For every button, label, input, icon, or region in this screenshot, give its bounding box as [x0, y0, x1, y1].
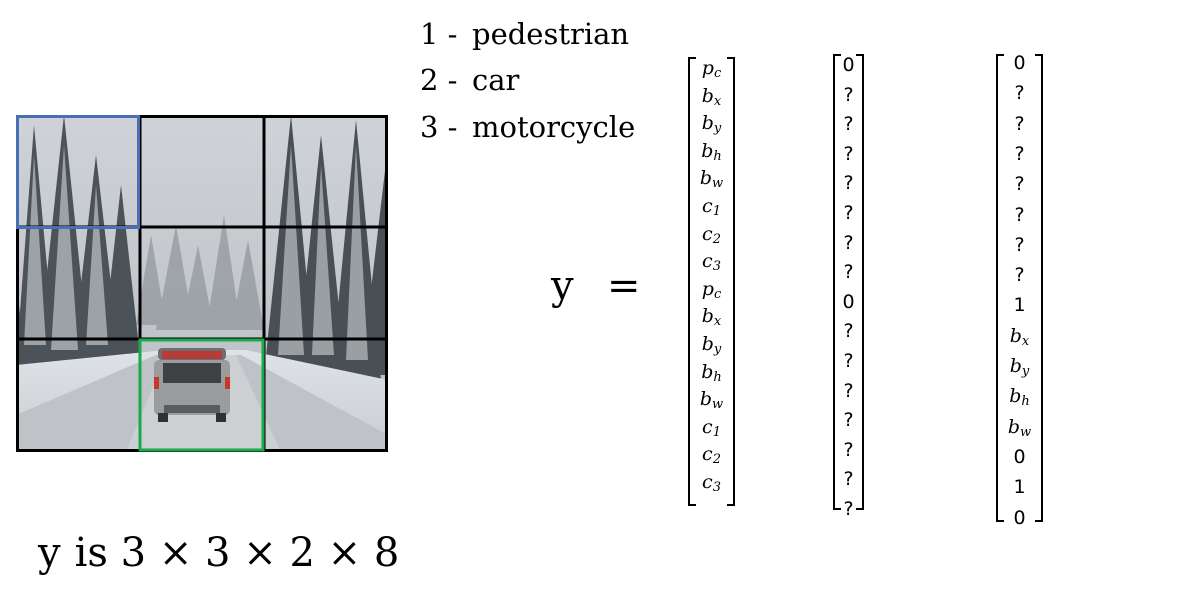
- highlight-box-green: [138, 338, 265, 452]
- vector-entry: c2: [702, 443, 721, 468]
- vector-entry: ?: [843, 83, 854, 106]
- vector-entry: bh: [701, 360, 722, 385]
- vector-entry: pc: [701, 57, 722, 81]
- vector-entry: ?: [843, 498, 854, 520]
- y-symbol: y: [551, 263, 574, 309]
- vector-entry: bh: [701, 139, 722, 164]
- caption-y: y: [38, 530, 61, 576]
- vector-entry: ?: [1014, 112, 1025, 135]
- vector-entry: ?: [843, 172, 854, 195]
- vector-entry: c3: [702, 471, 721, 495]
- class-name: car: [472, 63, 520, 97]
- vector-entry: ?: [843, 231, 854, 254]
- vector-entry: 0: [1013, 52, 1026, 74]
- vector-entry: bx: [701, 84, 722, 109]
- vector-entry: 1: [1013, 294, 1026, 317]
- class-number: 2 -: [420, 63, 458, 97]
- vector-entry: ?: [843, 261, 854, 284]
- vector-entry: ?: [1014, 233, 1025, 256]
- vector-entry: ?: [843, 142, 854, 165]
- grid-overlay: [16, 115, 388, 452]
- vector-entry: c1: [702, 195, 721, 219]
- vector-entry: 0: [842, 54, 855, 76]
- vector-entry: bh: [1009, 385, 1030, 410]
- car-shape: [154, 348, 230, 422]
- vector-entry: ?: [843, 202, 854, 224]
- caption-is: is: [74, 530, 108, 576]
- class-number: 1 -: [420, 17, 458, 51]
- vector-entry: ?: [843, 379, 854, 402]
- vector-empty-cell: 0??????? 0???????: [833, 54, 864, 519]
- vector-entry: bw: [699, 388, 724, 413]
- vector-entry: by: [701, 112, 722, 137]
- vector-car-cell: 0??????? 1 bx by bh bw 0 1 0: [996, 52, 1043, 527]
- class-item-2: 2 - car: [420, 63, 519, 97]
- vector-entry: 1: [1013, 476, 1026, 499]
- vector-entry: ?: [843, 320, 854, 343]
- vector-entry: ?: [1014, 264, 1025, 287]
- vector-entry: ?: [1014, 82, 1025, 105]
- vector-entry: 0: [842, 290, 855, 313]
- vector-entry: 0: [1013, 506, 1026, 529]
- vector-entry: ?: [843, 438, 854, 461]
- vector-entry: ?: [1014, 142, 1025, 165]
- vector-entry: ?: [1014, 173, 1025, 196]
- vector-entry: 0: [1013, 445, 1026, 468]
- highlight-box-blue: [16, 115, 140, 229]
- class-name: pedestrian: [472, 17, 630, 51]
- vector-entry: ?: [843, 350, 854, 372]
- vector-entry: ?: [843, 409, 854, 432]
- caption-shape: 3 × 3 × 2 × 8: [120, 530, 400, 576]
- vector-entry: by: [1009, 355, 1030, 379]
- vector-entry: ?: [843, 468, 854, 491]
- vector-entry: ?: [1014, 203, 1025, 226]
- vector-entry: bw: [699, 167, 724, 192]
- vector-entry: ?: [843, 113, 854, 136]
- vector-entry: c3: [702, 250, 721, 275]
- class-name: motorcycle: [472, 110, 636, 144]
- class-item-3: 3 - motorcycle: [420, 110, 635, 144]
- vector-entry: bx: [1009, 324, 1030, 349]
- vector-entry: bw: [1007, 415, 1032, 440]
- vector-entry: pc: [701, 277, 722, 302]
- vector-entry: c1: [702, 415, 721, 440]
- snowy-road-image: [16, 115, 388, 452]
- class-item-1: 1 - pedestrian: [420, 17, 629, 51]
- equals-sign: =: [607, 263, 641, 309]
- vector-entry: by: [701, 333, 722, 357]
- class-number: 3 -: [420, 110, 458, 144]
- vector-entry: c2: [702, 222, 721, 247]
- vector-entry: bx: [701, 305, 722, 330]
